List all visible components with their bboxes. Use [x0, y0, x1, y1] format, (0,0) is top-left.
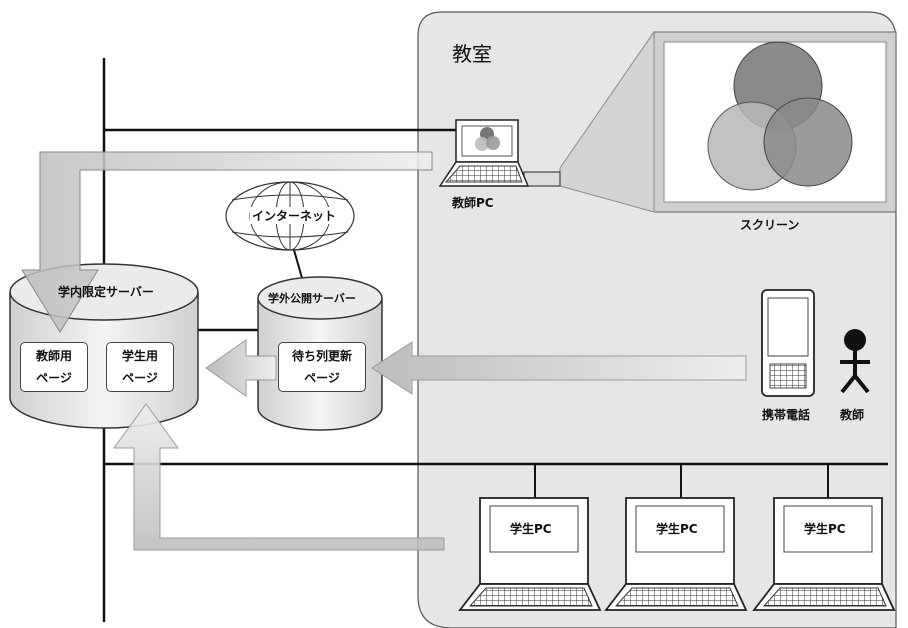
student-pc-label-1: 学生PC [510, 522, 552, 536]
queue-update-page-box[interactable]: 待ち列更新 ページ [278, 342, 366, 392]
arrow-phone-to-external [371, 341, 747, 395]
student-laptop-icon-3 [752, 497, 896, 611]
teacher-page-line1: 教師用 [35, 349, 72, 363]
projector-screen [653, 31, 897, 213]
external-server-label: 学外公開サーバー [268, 292, 356, 305]
classroom-label: 教室 [452, 42, 492, 66]
screen-label: スクリーン [740, 218, 800, 232]
teacher-label: 教師 [840, 408, 865, 422]
arrow-students-to-server [113, 403, 445, 551]
queue-page-line1: 待ち列更新 [291, 349, 352, 363]
teacher-pc-label: 教師PC [452, 196, 494, 210]
phone-icon [761, 289, 815, 397]
teacher-laptop-icon [438, 119, 530, 187]
student-laptop-icon-1 [458, 497, 602, 611]
teacher-page-line2: ページ [36, 371, 72, 385]
student-pc-label-3: 学生PC [804, 522, 846, 536]
mobile-phone-label: 携帯電話 [762, 408, 811, 422]
arrow-teacher-to-server [21, 151, 433, 333]
internal-server-label: 学内限定サーバー [58, 285, 154, 299]
queue-page-line2: ページ [304, 371, 340, 385]
student-pc-label-2: 学生PC [656, 522, 698, 536]
student-page-box[interactable]: 学生用 ページ [106, 342, 174, 392]
internet-label: インターネット [250, 207, 339, 224]
student-laptop-icon-2 [604, 497, 748, 611]
projector-icon [523, 171, 561, 187]
teacher-page-box[interactable]: 教師用 ページ [20, 342, 88, 392]
person-icon [840, 329, 870, 394]
student-page-line2: ページ [122, 371, 158, 385]
student-page-line1: 学生用 [121, 349, 158, 363]
arrow-external-to-internal [205, 339, 277, 397]
